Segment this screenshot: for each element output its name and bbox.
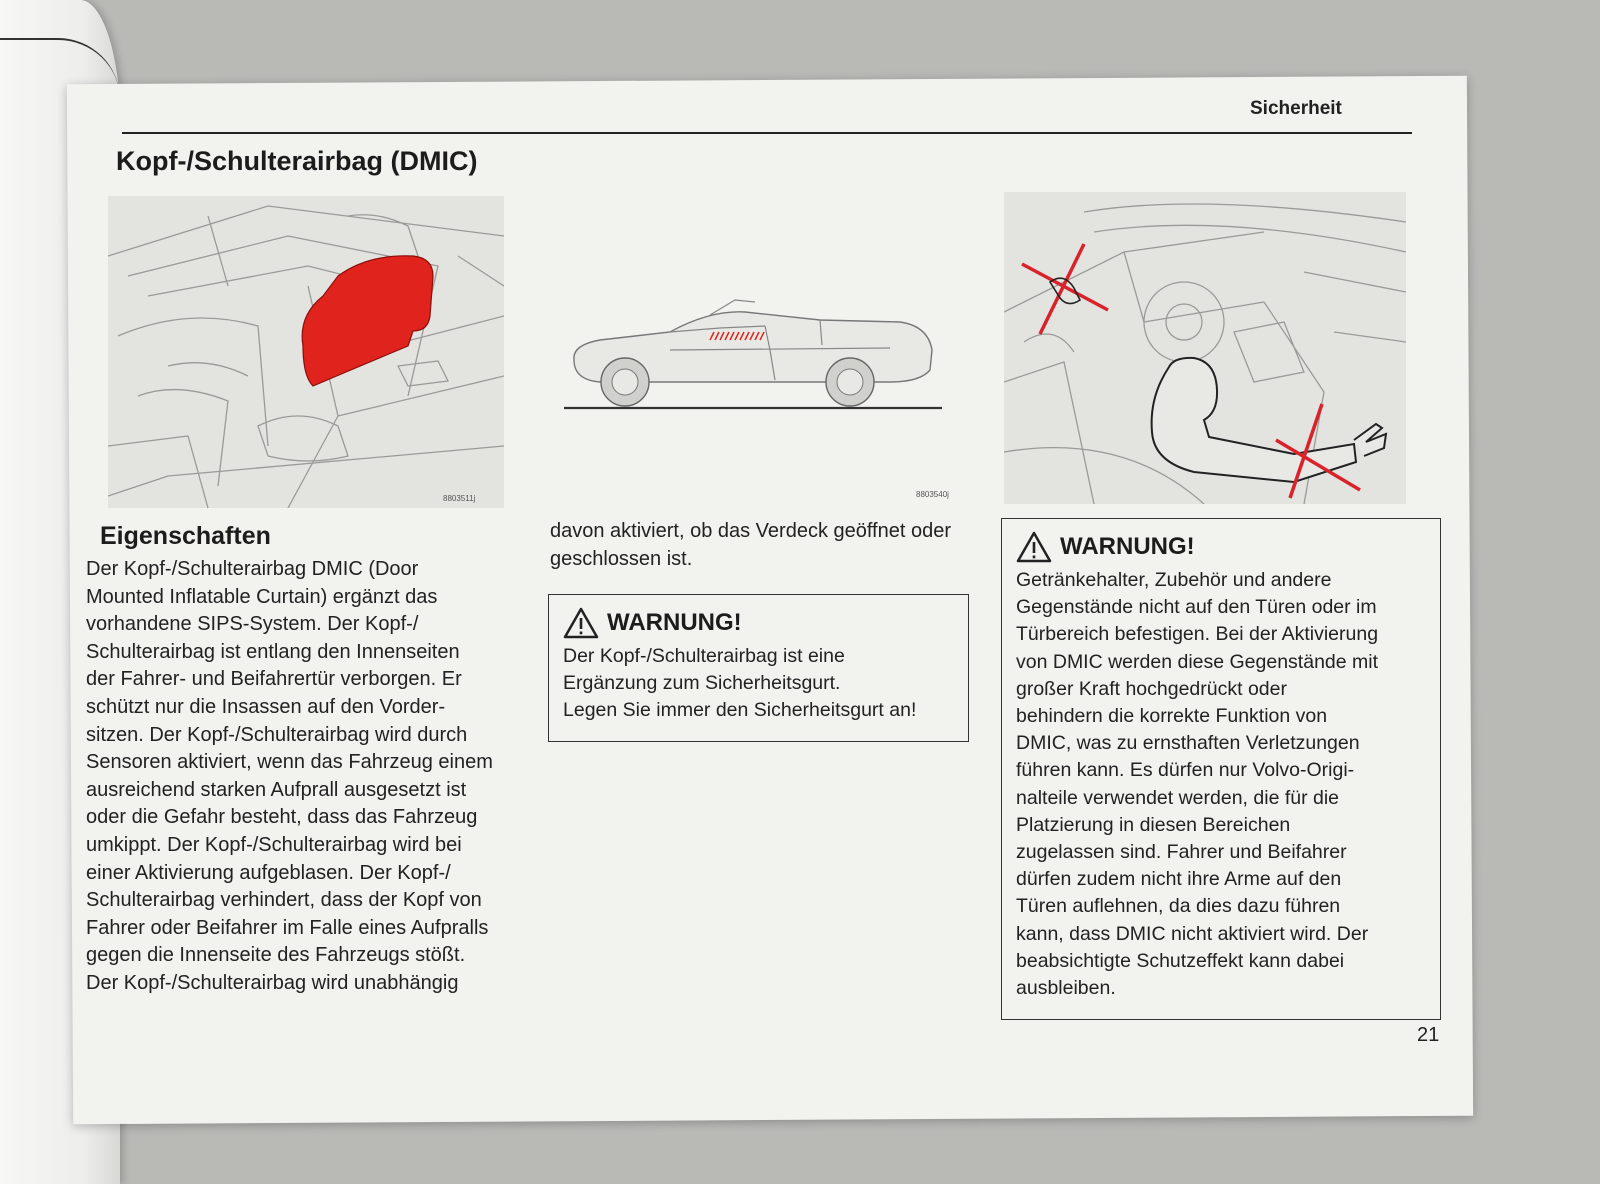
person-figure: [1150, 356, 1388, 484]
warning-line: Der Kopf-/Schulterairbag ist eine: [563, 645, 845, 667]
door-airbag-drawing: [108, 196, 504, 508]
warning-line: Türen auflehnen, da dies dazu führen: [1016, 895, 1341, 918]
warning-triangle-icon: [1016, 531, 1052, 563]
red-cross-1: [1021, 243, 1109, 335]
interior-warning-illustration: [1004, 192, 1406, 504]
text-line: Schulterairbag verhindert, dass der Kopf…: [86, 889, 482, 912]
figure-code-1: 8803511j: [443, 494, 476, 503]
warning-line: Legen Sie immer den Sicherheitsgurt an!: [563, 699, 917, 722]
column1-text: Der Kopf-/Schulterairbag DMIC (Door Moun…: [86, 556, 493, 998]
door-airbag-illustration: [108, 196, 504, 508]
warning-line: führen kann. Es dürfen nur Volvo-Origi-: [1016, 759, 1355, 782]
warning-line: Gegenstände nicht auf den Türen oder im: [1016, 596, 1377, 619]
text-line: umkippt. Der Kopf-/Schulterairbag wird b…: [86, 833, 462, 856]
warning-line: DMIC, was zu ernsthaften Verletzungen: [1016, 732, 1360, 755]
text-line: sitzen. Der Kopf-/Schulterairbag wird du…: [86, 723, 468, 746]
warning-line: von DMIC werden diese Gegenstände mit: [1016, 650, 1379, 673]
convertible-car-illustration: [560, 290, 950, 420]
warning-line: ausbleiben.: [1016, 977, 1116, 1000]
text-line: Mounted Inflatable Curtain) ergänzt das: [86, 585, 438, 608]
red-cross-2: [1275, 403, 1361, 499]
text-line: davon aktiviert, ob das Verdeck geöffnet…: [550, 520, 952, 542]
page-number: 21: [1417, 1024, 1440, 1046]
text-line: Der Kopf-/Schulterairbag wird unabhängig: [86, 971, 459, 994]
warning-line: kann, dass DMIC nicht aktiviert wird. De…: [1016, 922, 1369, 945]
page-edge-line: [0, 38, 120, 100]
cup-holder-drawing: [1048, 277, 1082, 305]
warning-line: Ergänzung zum Sicherheitsgurt.: [563, 672, 841, 695]
warning-line: beabsichtigte Schutzeffekt kann dabei: [1016, 949, 1345, 972]
warning-line: dürfen zudem nicht ihre Arme auf den: [1016, 868, 1342, 891]
section-header: Sicherheit: [1250, 98, 1342, 119]
figure-code-2: 8803540j: [916, 490, 949, 499]
warning-box-2: WARNUNG! Getränkehalter, Zubehör und and…: [1001, 518, 1441, 1020]
warning-line: nalteile verwendet werden, die für die: [1016, 786, 1340, 809]
header-rule: [122, 132, 1412, 134]
warning-line: großer Kraft hochgedrückt oder: [1016, 677, 1287, 700]
airbag-stripe-area: [709, 331, 765, 341]
text-line: gegen die Innenseite des Fahrzeugs stößt…: [86, 944, 466, 967]
page-title: Kopf-/Schulterairbag (DMIC): [116, 146, 478, 176]
warning-title-1: WARNUNG!: [563, 607, 954, 639]
text-line: vorhandene SIPS-System. Der Kopf-/: [86, 613, 419, 636]
text-line: oder die Gefahr besteht, dass das Fahrze…: [86, 806, 478, 829]
warning-line: zugelassen sind. Fahrer und Beifahrer: [1016, 841, 1347, 864]
interior-drawing: [1004, 192, 1406, 504]
warning-line: behindern die korrekte Funktion von: [1016, 705, 1328, 728]
column2-text: davon aktiviert, ob das Verdeck geöffnet…: [550, 518, 951, 573]
warning-box-1: WARNUNG! Der Kopf-/Schulterairbag ist ei…: [548, 594, 969, 742]
text-line: einer Aktivierung aufgeblasen. Der Kopf-…: [86, 861, 451, 884]
airbag-red-area: [301, 255, 434, 387]
warning-label-1: WARNUNG!: [607, 609, 742, 636]
text-line: ausreichend starken Aufprall ausgesetzt …: [86, 778, 467, 801]
text-line: Sensoren aktiviert, wenn das Fahrzeug ei…: [86, 751, 493, 774]
text-line: Der Kopf-/Schulterairbag DMIC (Door: [86, 558, 419, 580]
warning-line: Getränkehalter, Zubehör und andere: [1016, 569, 1332, 591]
warning-label-2: WARNUNG!: [1060, 533, 1195, 560]
text-line: schützt nur die Insassen auf den Vorder-: [86, 695, 446, 718]
text-line: Fahrer oder Beifahrer im Falle eines Auf…: [86, 916, 489, 939]
warning-title-2: WARNUNG!: [1016, 531, 1426, 563]
warning-line: Türbereich befestigen. Bei der Aktivieru…: [1016, 623, 1379, 646]
warning-triangle-icon: [563, 607, 599, 639]
section-heading: Eigenschaften: [100, 522, 271, 550]
warning-line: Platzierung in diesen Bereichen: [1016, 813, 1291, 836]
text-line: Schulterairbag ist entlang den Innenseit…: [86, 640, 460, 663]
text-line: geschlossen ist.: [550, 547, 693, 570]
text-line: der Fahrer- und Beifahrertür verborgen. …: [86, 668, 462, 691]
car-side-drawing: [564, 299, 942, 410]
